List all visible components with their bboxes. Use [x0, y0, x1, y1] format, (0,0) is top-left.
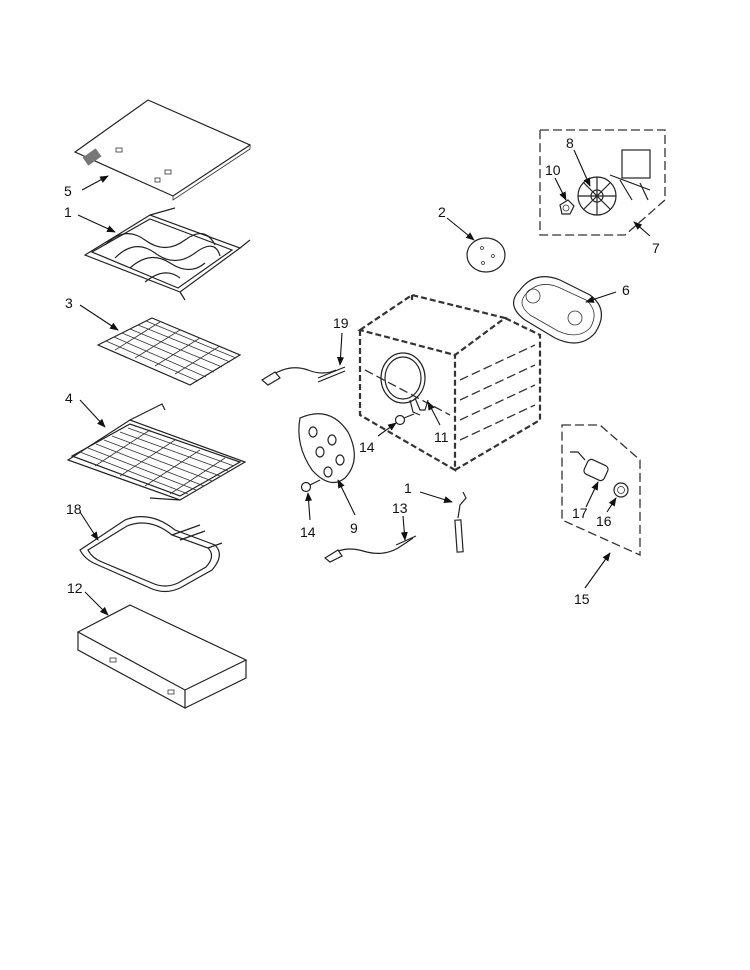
callout-18: 18: [66, 501, 82, 517]
part-14-screw-a: [394, 413, 415, 426]
part-17-light-socket: [570, 451, 609, 482]
part-1-broil-element: [83, 207, 251, 301]
part-9-rear-cover: [298, 413, 355, 484]
callout-1-mid: 1: [404, 480, 412, 496]
part-19-temperature-sensor: [260, 366, 346, 386]
part-2-cover-plate: [466, 237, 506, 273]
callout-12: 12: [67, 580, 83, 596]
callout-14-b: 14: [300, 524, 316, 540]
callout-10: 10: [545, 162, 561, 178]
leader-lines: [77, 149, 651, 616]
part-7-convection-fan-assembly: [539, 129, 666, 236]
callout-11: 11: [434, 429, 449, 445]
callout-16: 16: [596, 513, 612, 529]
callout-19: 19: [333, 315, 349, 331]
callout-7: 7: [652, 240, 660, 256]
part-16-lens: [613, 482, 629, 498]
callout-13: 13: [392, 500, 408, 516]
callout-2: 2: [438, 204, 446, 220]
part-3-oven-rack: [96, 317, 242, 386]
part-13-sensor-probe: [323, 535, 417, 563]
part-18-bake-element: [79, 516, 223, 593]
part-8-motor: [609, 149, 651, 201]
callout-15: 15: [574, 591, 590, 607]
part-1-element-terminal: [454, 491, 467, 553]
callout-17: 17: [572, 505, 588, 521]
callout-8: 8: [566, 135, 574, 151]
part-5-cover-panel: [73, 99, 252, 201]
callout-6: 6: [622, 282, 630, 298]
part-15-light-assembly: [561, 424, 641, 557]
callout-14-a: 14: [359, 439, 375, 455]
part-10-nut: [559, 199, 575, 215]
part-11-convection-element: [380, 352, 429, 416]
part-8-fan-blade: [577, 176, 617, 216]
callout-1-top: 1: [64, 204, 72, 220]
callout-3: 3: [65, 295, 73, 311]
part-12-drip-tray: [76, 604, 248, 710]
callout-9: 9: [350, 520, 358, 536]
callout-labels: 5 1 3 4 18 12 8 10 7 2 6 19 14 11 14 9 1…: [64, 135, 660, 607]
oven-cavity: [357, 293, 542, 472]
part-6-fan-baffle: [513, 276, 602, 344]
part-4-sliding-rack: [66, 403, 247, 501]
part-14-screw-b: [300, 479, 321, 493]
callout-4: 4: [65, 390, 73, 406]
callout-5: 5: [64, 183, 72, 199]
